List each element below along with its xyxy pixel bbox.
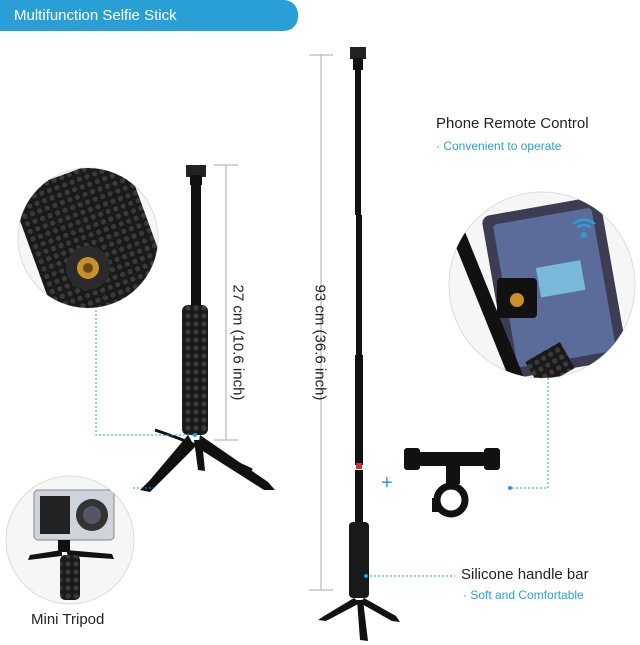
long-selfie-stick [318,47,400,641]
short-length-label: 27 cm (10.6 inch) [229,284,247,401]
handle-detail-circle [17,167,159,309]
wifi-signal-icon [572,218,596,238]
handle-subtitle: · Soft and Comfortable [463,588,584,602]
mini-tripod-detail-circle [5,475,135,605]
long-dimension-line [309,54,333,591]
short-dimension-line [214,164,238,441]
banner-title: Multifunction Selfie Stick [14,7,177,24]
phone-remote-title: Phone Remote Control [436,115,589,132]
phone-holder-accessory [404,448,500,518]
phone-remote-subtitle: · Convenient to operate [436,139,562,153]
mini-tripod-title: Mini Tripod [31,611,105,628]
handle-title: Silicone handle bar [461,566,589,583]
short-selfie-stick [140,165,275,492]
long-length-label: 93 cm (36.6 inch) [311,284,329,401]
title-banner: Multifunction Selfie Stick [0,0,298,31]
phone-clip-detail-circle [448,191,636,379]
plus-icon: + [381,472,393,494]
connector-lines [95,310,549,577]
